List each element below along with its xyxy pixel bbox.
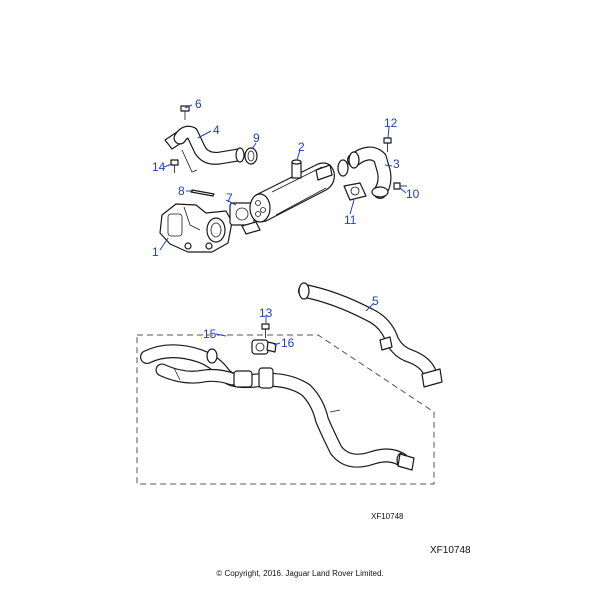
callout-14: 14 bbox=[152, 160, 166, 174]
figure-reference-small: XF10748 bbox=[371, 512, 404, 521]
callout-1: 1 bbox=[152, 245, 159, 259]
hose-assembly-boundary bbox=[136, 334, 435, 485]
callout-11: 11 bbox=[344, 213, 357, 227]
leader-lines bbox=[159, 104, 407, 346]
egr-valve bbox=[159, 203, 233, 253]
clamp-ring-9 bbox=[244, 147, 258, 165]
bolt-13 bbox=[261, 323, 270, 338]
callout-4: 4 bbox=[213, 123, 220, 137]
callout-5: 5 bbox=[372, 294, 379, 308]
figure-reference-large: XF10748 bbox=[430, 545, 471, 556]
gasket-11 bbox=[343, 182, 367, 201]
egr-cooler bbox=[241, 159, 335, 235]
bolt-14 bbox=[170, 159, 179, 173]
bolt-6 bbox=[180, 105, 190, 120]
clamp-ring-2 bbox=[337, 159, 349, 177]
callout-13: 13 bbox=[259, 306, 273, 320]
gasket-strip bbox=[190, 189, 215, 197]
callout-9: 9 bbox=[253, 131, 260, 145]
bolt-12 bbox=[383, 137, 392, 152]
callout-16: 16 bbox=[281, 336, 295, 350]
callout-8: 8 bbox=[178, 184, 185, 198]
hose-5 bbox=[298, 282, 443, 388]
callout-7: 7 bbox=[226, 191, 233, 205]
callout-2: 2 bbox=[298, 140, 305, 154]
callout-3: 3 bbox=[393, 157, 400, 171]
callout-12: 12 bbox=[384, 116, 398, 130]
copyright-notice: © Copyright, 2016. Jaguar Land Rover Lim… bbox=[216, 569, 384, 578]
egr-pipe-upper bbox=[164, 125, 245, 173]
connector-16 bbox=[251, 339, 277, 355]
callout-10: 10 bbox=[406, 187, 420, 201]
callout-6: 6 bbox=[195, 97, 202, 111]
bolt-10 bbox=[393, 182, 407, 190]
egr-outlet-pipe bbox=[347, 146, 392, 199]
coolant-hose-assembly bbox=[140, 344, 415, 471]
callout-15: 15 bbox=[203, 327, 217, 341]
